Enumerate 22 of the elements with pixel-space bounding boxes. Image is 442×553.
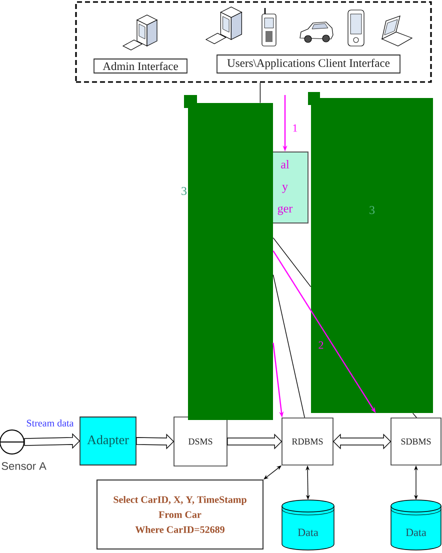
- hollow-arrow: [24, 433, 80, 449]
- edge-label: 1: [291, 123, 299, 133]
- hollow-arrow: [227, 434, 282, 450]
- database-cylinder: Data: [390, 500, 442, 550]
- dashed-frame: [75, 1, 432, 83]
- adapter-box: Adapter: [80, 416, 136, 466]
- hollow-arrow: [136, 434, 174, 450]
- process-box: RDBMS: [282, 418, 334, 466]
- edge-label: Stream data: [25, 418, 75, 428]
- interface-box: Users\Applications Client Interface: [216, 54, 400, 74]
- connector-line: [260, 82, 261, 104]
- database-cylinder: Data: [282, 500, 334, 550]
- connector-line: [272, 237, 312, 288]
- node-caption: Sensor A: [2, 462, 46, 470]
- process-box: DSMS: [174, 416, 228, 466]
- interface-box: Admin Interface: [94, 58, 188, 74]
- query-box: Select CarID, X, Y, TimeStamp From Car Where CarID=52689: [96, 480, 264, 550]
- connector-line: [272, 274, 305, 418]
- callout-number: 3: [182, 186, 187, 196]
- process-box: SDBMS: [390, 418, 442, 466]
- connector-line: [412, 412, 417, 418]
- hollow-double-headed-arrow: [332, 434, 392, 450]
